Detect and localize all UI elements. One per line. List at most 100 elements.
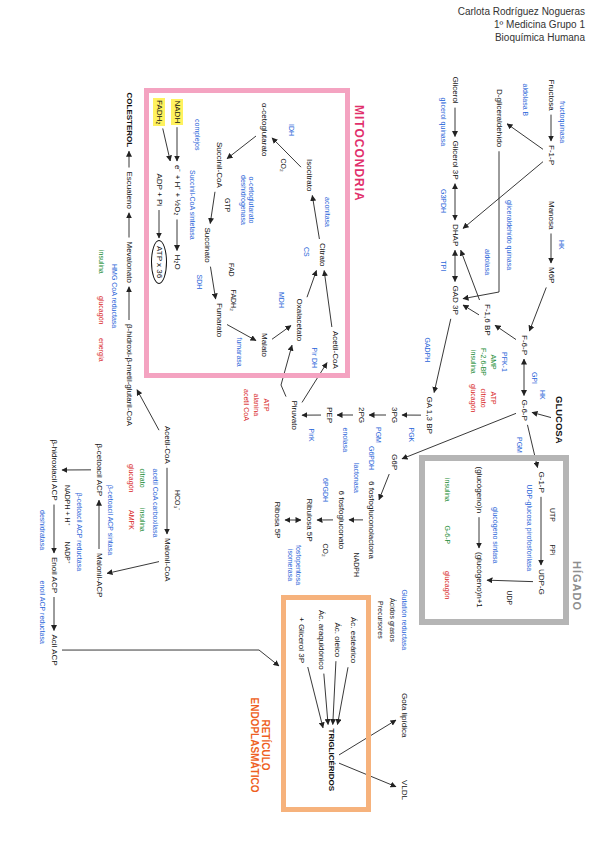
metabolite-name: Fumarato	[214, 303, 224, 337]
reaction-arrow	[551, 233, 552, 263]
metabolite-name: Ác. araquidónico	[316, 610, 326, 670]
metabolite-name: PEP	[324, 407, 334, 423]
metabolite-name: F-1-P	[546, 145, 556, 165]
metabolite-node: GA 1,3 BP	[423, 395, 435, 436]
metabolite-node: G-1-P	[535, 470, 547, 495]
enzyme-label: glucógeno sintasa	[491, 507, 499, 563]
inhibitor-label: ATP	[489, 392, 497, 405]
metabolite-name: ATP x 36	[154, 246, 164, 278]
metabolite-name: Acetil-CoA	[330, 331, 340, 369]
inhibitor-label: acetil CoA	[242, 389, 250, 421]
reaction-arrow	[337, 667, 348, 724]
metabolite-node: Oxalacetato	[293, 297, 305, 344]
metabolite-name: GAD 3P	[450, 286, 460, 315]
metabolite-node: GAD 3P	[449, 284, 461, 317]
activator-label: insulina	[469, 350, 477, 374]
metabolite-name: Malonil-CoA	[162, 538, 172, 582]
enzyme-label: aldolasa B	[521, 84, 529, 117]
metabolite-node: VLDL	[398, 778, 410, 802]
inhibitor-label: AMPK	[127, 510, 135, 530]
reaction-arrow	[129, 287, 130, 320]
enzyme-label: fumarasa	[235, 338, 243, 367]
metabolite-node: Ribosa 5P	[271, 500, 283, 541]
metabolite-node: COLESTEROL	[123, 91, 135, 150]
metabolite-name: Succinil-CoA	[214, 142, 224, 188]
enzyme-label: IDH	[287, 124, 295, 136]
reaction-arrow	[455, 184, 456, 220]
enzyme-label: β-cetoacil ACP reductasa	[75, 493, 83, 572]
metabolite-name: G-6-P	[519, 400, 529, 421]
metabolite-name: F-1,6 BP	[482, 304, 492, 336]
metabolite-node: Mevalonato	[123, 240, 135, 285]
metabolite-node: Glicerol 3P	[449, 139, 461, 182]
enzyme-label: HK	[538, 390, 546, 400]
metabolite-name: 2PG	[356, 407, 366, 423]
metabolite-name: Mevalonato	[124, 242, 134, 283]
compartment-heading: MITOCONDRIA	[353, 105, 365, 245]
author-header: Bioquímica Humana	[495, 32, 585, 44]
reaction-arrow	[137, 390, 159, 430]
activator-label: insulina	[97, 250, 105, 274]
reaction-arrow	[507, 124, 543, 150]
enzyme-label: Succinil-CoA sintetasa	[188, 170, 196, 240]
metabolite-name: G-1-P	[536, 472, 546, 493]
reaction-arrow	[312, 195, 319, 239]
metabolite-node: NADH	[171, 99, 183, 126]
enzyme-label: GADPH	[423, 338, 431, 363]
metabolite-node: FADH₂	[153, 98, 165, 126]
reaction-arrow	[302, 363, 327, 403]
compartment-heading: HÍGADO	[571, 561, 583, 621]
metabolite-name: β-hidroxi-β-metil-glutaril-CoA	[124, 324, 134, 426]
cofactor-label: NADPH + H⁺	[63, 485, 71, 525]
metabolite-node: Succinil-CoA	[213, 140, 225, 190]
metabolite-name: GA 1,3 BP	[424, 397, 434, 434]
reaction-arrow	[455, 250, 456, 281]
metabolite-node: Escualeno	[123, 170, 135, 211]
enzyme-label: Pir DH	[310, 348, 318, 369]
metabolite-name: Gota lipídica	[399, 693, 409, 737]
reaction-arrow	[541, 497, 542, 565]
activator-label: insulina	[138, 508, 146, 532]
metabolite-name: Ác. oleico	[332, 623, 342, 658]
reaction-arrow	[487, 580, 533, 581]
metabolite-node: G6P	[388, 452, 400, 472]
reaction-arrow	[402, 415, 421, 416]
metabolite-name: Citrato	[317, 243, 327, 267]
enzyme-label: G3PDH	[439, 189, 447, 213]
reaction-arrow	[281, 345, 292, 396]
enzyme-label: SDH	[195, 275, 203, 290]
metabolite-name: 6 fosfogluconolactona	[366, 481, 376, 559]
enzyme-label: gliceraldehído quinasa	[505, 200, 513, 270]
enzyme-label: enolasa	[341, 428, 349, 453]
enzyme-label: 6PGDH	[321, 478, 329, 502]
metabolite-node: Ác. oleico	[331, 621, 343, 660]
metabolite-node: Fructosa	[545, 78, 557, 113]
connector-group	[54, 108, 551, 787]
metabolite-name: NADH	[172, 101, 182, 124]
metabolite-node: β-hidroxi-β-metil-glutaril-CoA	[123, 322, 135, 428]
reaction-arrow	[302, 415, 321, 416]
enzyme-label: CS	[302, 247, 310, 257]
metabolite-node: 6 fosfogluconolactona	[365, 479, 377, 561]
reaction-arrow	[455, 108, 456, 137]
metabolite-name: M6P	[546, 267, 556, 283]
reaction-arrow	[159, 210, 160, 238]
cofactor-label: FADH₂	[229, 290, 237, 311]
reaction-arrow	[463, 305, 479, 315]
reaction-arrow	[308, 667, 323, 728]
metabolite-node: Acetil-CoA	[329, 329, 341, 371]
enzyme-label: fosfopentosa isomerasa	[286, 540, 302, 590]
reaction-arrow	[272, 326, 291, 340]
metabolite-node: Malonil-ACP	[93, 551, 105, 599]
metabolite-node: 6 fosfogluconato	[335, 489, 347, 552]
metabolite-node: TRIGLICÉRIDOS	[325, 727, 337, 794]
enzyme-label: PFK-1	[500, 352, 508, 372]
metabolite-node: Isocitrato	[303, 157, 315, 193]
reaction-arrow	[107, 562, 159, 574]
metabolite-name: Escualeno	[124, 172, 134, 209]
metabolite-name: 3PG	[389, 407, 399, 423]
metabolite-node: Glicerol	[449, 75, 461, 106]
